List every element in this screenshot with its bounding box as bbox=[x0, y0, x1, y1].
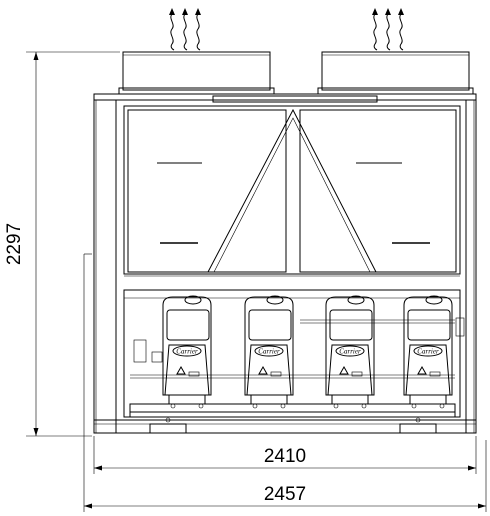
compressor-3: Carrier bbox=[325, 295, 375, 409]
compressor-brand-label: Carrier bbox=[258, 348, 280, 356]
compressor-4: Carrier bbox=[403, 295, 453, 409]
dimension-inner-width: 2410 bbox=[93, 436, 477, 474]
height-dimension-label: 2297 bbox=[4, 223, 25, 265]
dimension-height: 2297 bbox=[4, 51, 120, 437]
outer-width-dimension-label: 2457 bbox=[264, 484, 306, 505]
dimension-outer-width: 2457 bbox=[83, 253, 487, 512]
fan-housing-right bbox=[317, 51, 474, 95]
airflow-arrows-left bbox=[169, 8, 201, 51]
unit-frame bbox=[93, 93, 477, 434]
inner-width-dimension-label: 2410 bbox=[264, 446, 306, 467]
coil-panels bbox=[124, 108, 460, 277]
fan-housing-left bbox=[118, 51, 275, 95]
compressor-2: Carrier bbox=[244, 295, 294, 409]
compressor-compartment bbox=[123, 289, 465, 418]
compressor-brand-label: Carrier bbox=[417, 348, 439, 356]
compressor-brand-label: Carrier bbox=[339, 348, 361, 356]
compressor-1: Carrier bbox=[162, 295, 212, 409]
airflow-arrows-right bbox=[372, 8, 404, 51]
compressor-brand-label: Carrier bbox=[176, 348, 198, 356]
